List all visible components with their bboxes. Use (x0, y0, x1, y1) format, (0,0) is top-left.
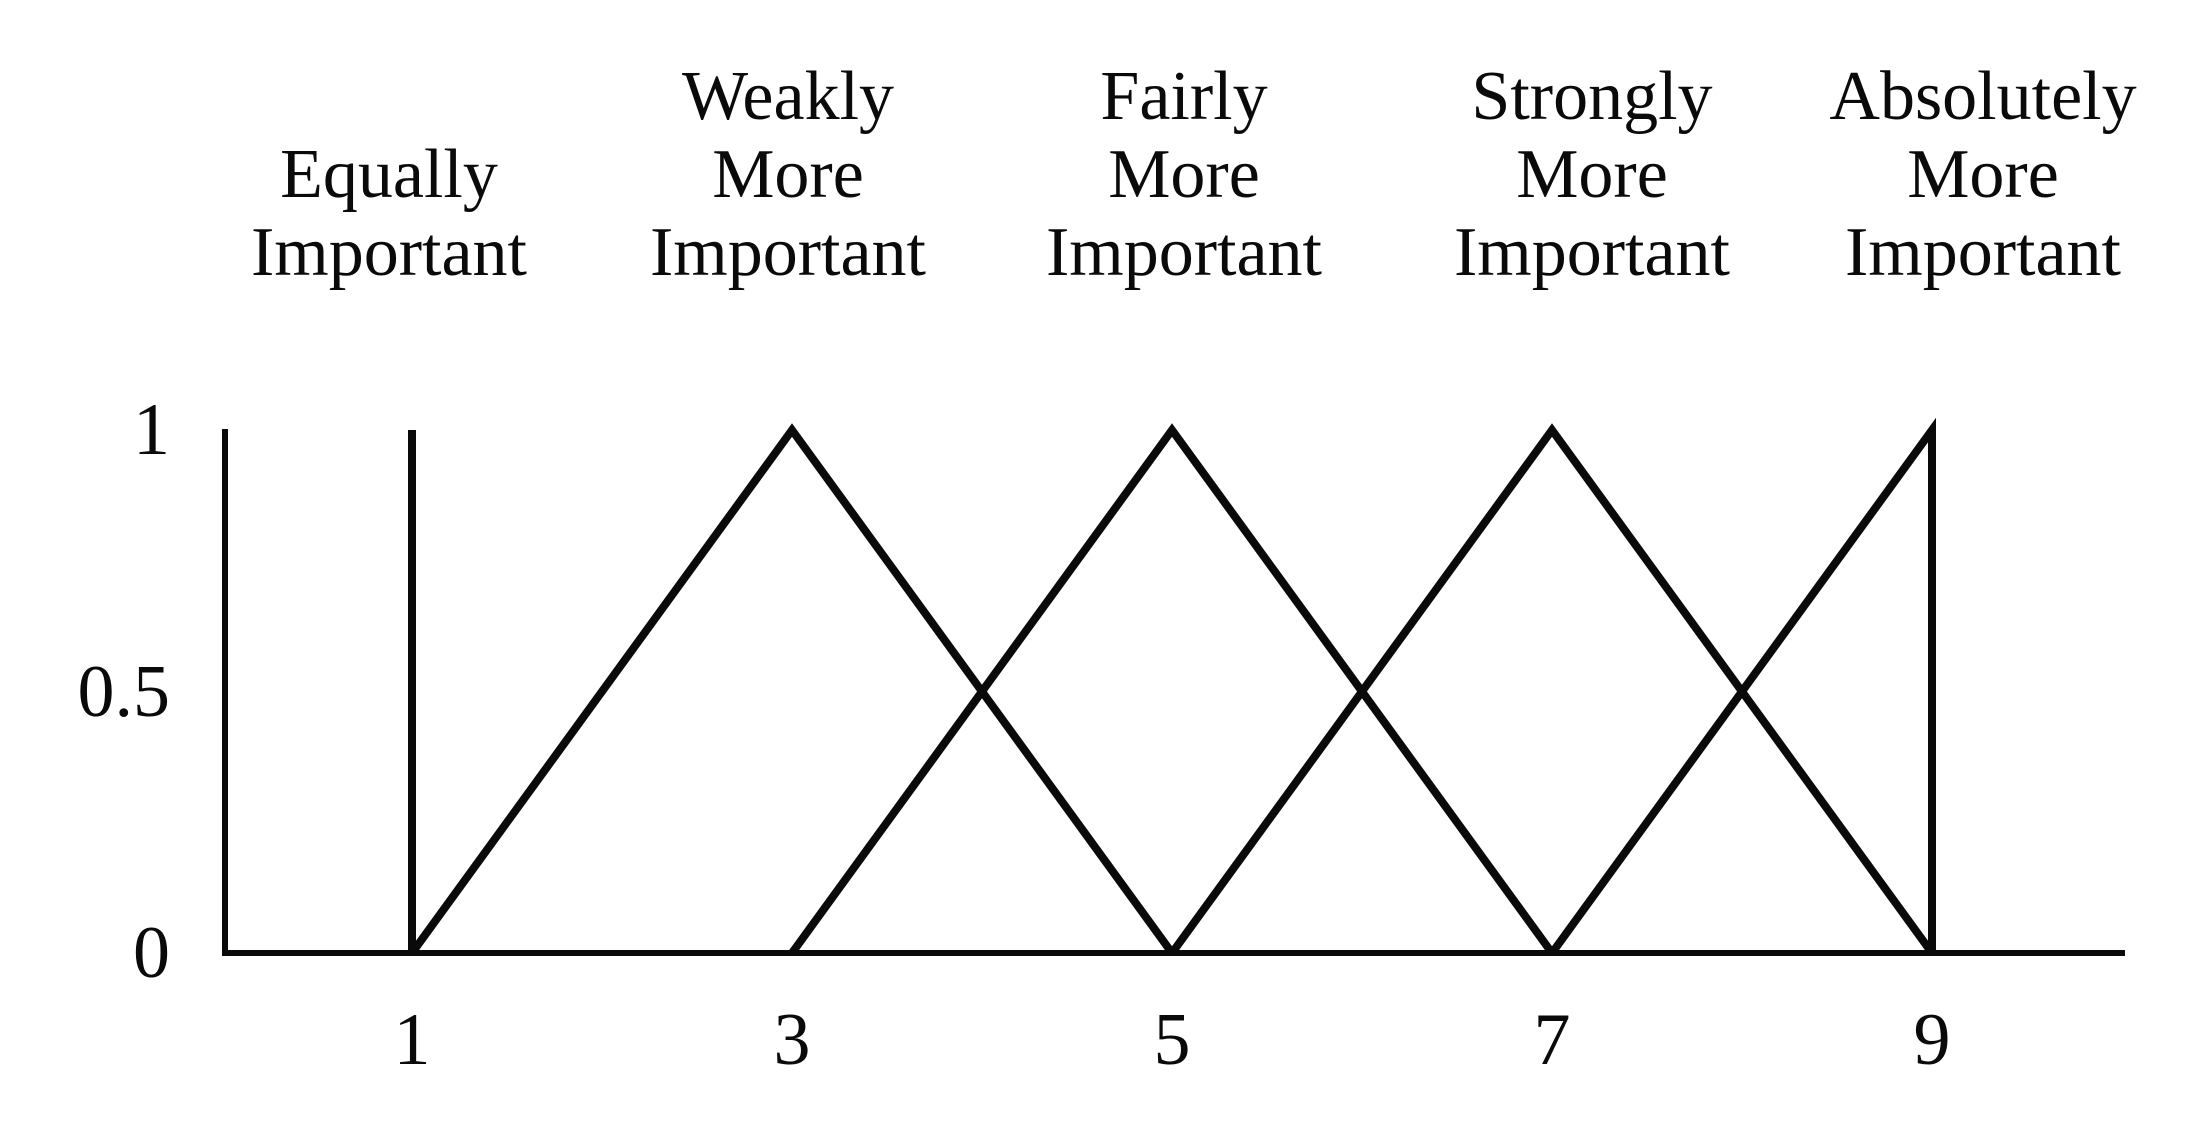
membership-curve-weakly-more-important (408, 423, 1176, 956)
y-tick-label-1: 1 (133, 389, 170, 471)
membership-curve-strongly-more-important (1168, 423, 1936, 956)
x-tick-label-3: 3 (773, 999, 811, 1081)
x-tick-label-5: 5 (1153, 999, 1191, 1081)
scale-label-strongly-more-important: Strongly More Important (1453, 58, 1731, 291)
x-tick-label-1: 1 (393, 999, 431, 1081)
membership-curve-absolutely-more-important (1548, 417, 1936, 956)
x-tick-label-9: 9 (1913, 999, 1951, 1081)
x-tick-label-7: 7 (1533, 999, 1571, 1081)
scale-label-equally-important: Equally Important (250, 136, 528, 291)
membership-curves-group (408, 417, 1936, 956)
y-tick-label-0: 0 (133, 912, 170, 994)
membership-curve-fairly-more-important (788, 423, 1556, 956)
y-tick-label-0.5: 0.5 (77, 650, 171, 733)
scale-label-fairly-more-important: Fairly More Important (1045, 58, 1323, 291)
scale-label-weakly-more-important: Weakly More Important (649, 58, 927, 291)
scale-label-absolutely-more-important: Absolutely More Important (1829, 58, 2137, 291)
